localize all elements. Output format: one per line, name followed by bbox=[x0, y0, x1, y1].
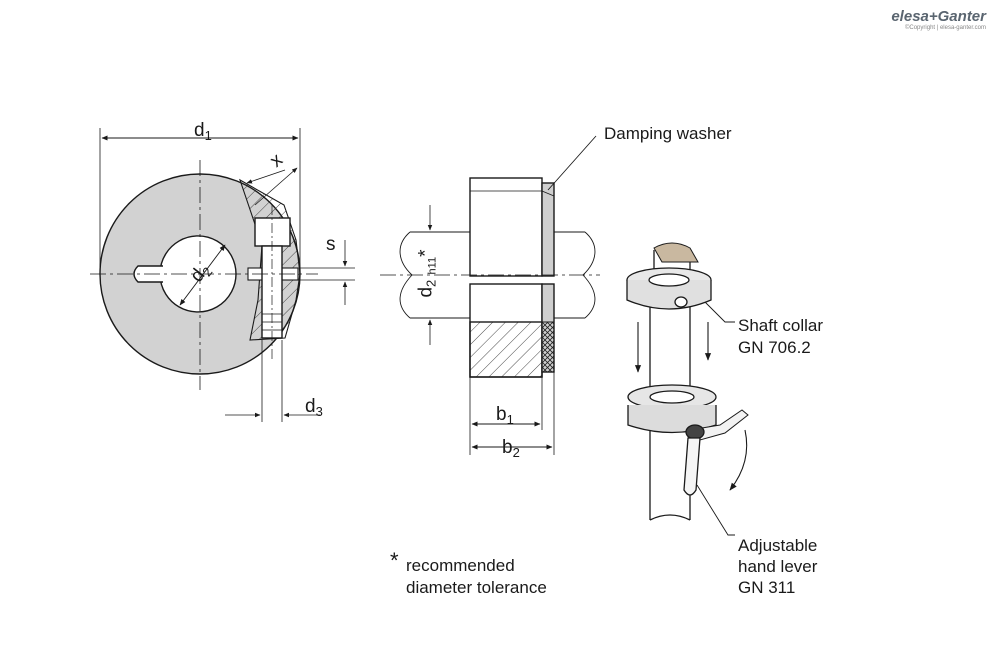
lever-pivot bbox=[685, 424, 705, 440]
callout-hand-lever-line3: GN 311 bbox=[738, 578, 796, 597]
callout-hand-lever-line1: Adjustable bbox=[738, 536, 818, 555]
dim-d1: d1 bbox=[194, 120, 212, 143]
dim-d3: d3 bbox=[305, 396, 323, 419]
dim-d2-h11: d2 h11* bbox=[416, 219, 439, 329]
hand-lever bbox=[683, 437, 701, 496]
dim-d3-base: d bbox=[305, 396, 316, 417]
callout-shaft-collar-line1: Shaft collar bbox=[738, 316, 824, 335]
washer-upper bbox=[541, 182, 555, 277]
dim-b1-sub: 1 bbox=[506, 412, 514, 427]
washer-section bbox=[541, 321, 555, 373]
dim-d2h11-tol: h11 bbox=[426, 256, 439, 275]
front-view bbox=[90, 128, 355, 422]
dim-s: s bbox=[326, 234, 336, 255]
footnote-star: * bbox=[390, 548, 399, 573]
dim-b2: b2 bbox=[502, 437, 520, 460]
dim-b1-base: b bbox=[496, 404, 507, 425]
dim-d3-sub: 3 bbox=[315, 404, 323, 419]
footnote-line1: recommended bbox=[406, 556, 515, 575]
assembly-view bbox=[626, 242, 749, 536]
screw-head bbox=[254, 217, 291, 247]
dim-d1-sub: 1 bbox=[204, 128, 212, 143]
shaft-collar-body bbox=[626, 280, 712, 310]
callout-hand-lever-line2: hand lever bbox=[738, 557, 818, 576]
brand-copyright: ©Copyright | elesa-ganter.com bbox=[904, 25, 986, 31]
dim-d2h11-star: * bbox=[415, 249, 437, 257]
dim-d2h11-base: d bbox=[415, 286, 437, 298]
brand-name: elesa+Ganter bbox=[891, 8, 986, 25]
callout-shaft-collar-line2: GN 706.2 bbox=[738, 338, 811, 357]
brand-logo: elesa+Ganter ©Copyright | elesa-ganter.c… bbox=[891, 8, 986, 31]
shaft-end bbox=[653, 242, 699, 263]
callout-damping-washer: Damping washer bbox=[604, 124, 732, 143]
dim-b2-sub: 2 bbox=[512, 445, 520, 460]
collar-section-hatch bbox=[469, 321, 543, 378]
footnote-line2: diameter tolerance bbox=[406, 578, 547, 597]
dim-d1-base: d bbox=[194, 120, 205, 141]
collar-upper-half bbox=[469, 177, 543, 277]
dim-d2h11-sub: 2 bbox=[423, 279, 439, 287]
dim-b2-base: b bbox=[502, 437, 513, 458]
side-view bbox=[380, 135, 600, 455]
dim-b1: b1 bbox=[496, 404, 514, 427]
